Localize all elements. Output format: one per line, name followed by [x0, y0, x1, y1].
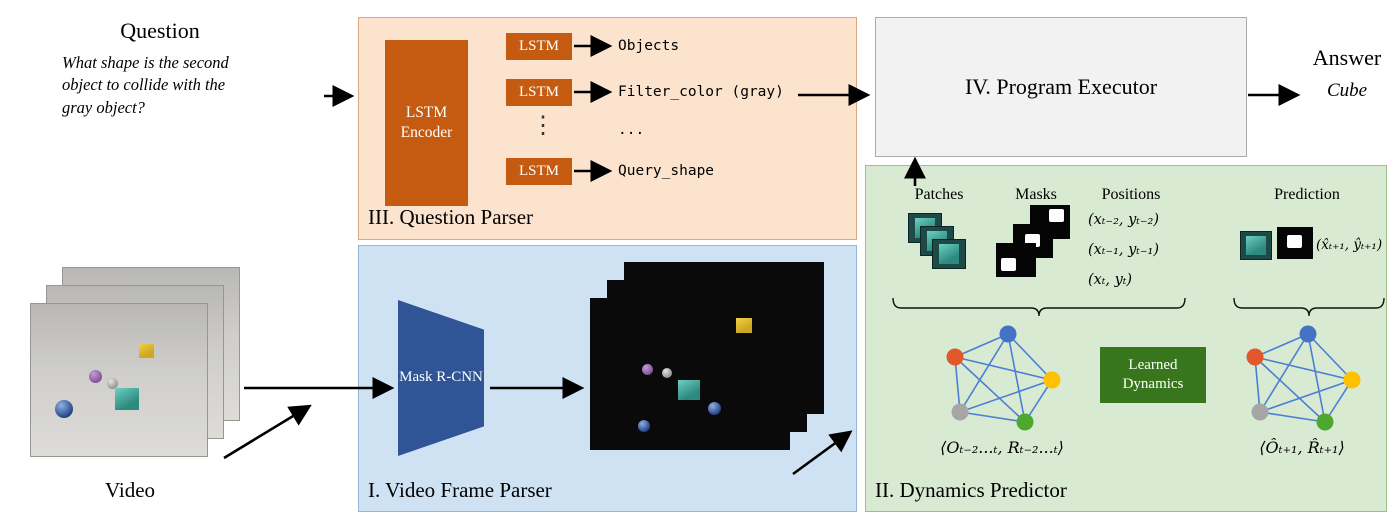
question-line-3: gray object?: [62, 97, 145, 117]
lstm-encoder-box: LSTM Encoder: [385, 40, 468, 206]
video-frame-front: [30, 303, 208, 457]
position-t-minus-2: (xₜ₋₂, yₜ₋₂): [1088, 212, 1159, 228]
program-token-filter-color: Filter_color (gray): [618, 84, 784, 100]
question-line-2: object to collide with the: [62, 75, 226, 95]
teal-cube: [115, 388, 139, 410]
video-frame-parser-label: I. Video Frame Parser: [368, 478, 552, 502]
parsed-frame-front: [590, 298, 790, 450]
masks-header: Masks: [1015, 186, 1057, 203]
purple-sphere: [89, 370, 102, 383]
question-text: What shape is the second object to colli…: [62, 52, 229, 119]
yellow-cube: [139, 344, 154, 358]
blue-sphere: [708, 402, 721, 415]
mask-blob: [1287, 235, 1302, 248]
mask-blob: [1049, 209, 1064, 222]
position-t-minus-1: (xₜ₋₁, yₜ₋₁): [1088, 242, 1159, 258]
program-token-objects: Objects: [618, 38, 680, 54]
blue-sphere: [638, 420, 650, 432]
answer-title: Answer: [1312, 45, 1382, 70]
positions-header: Positions: [1101, 186, 1161, 203]
graph-caption-predicted: ⟨Ôₜ₊₁, R̂ₜ₊₁⟩: [1259, 438, 1345, 457]
program-token-query-shape: Query_shape: [618, 163, 715, 179]
object-patch: [932, 239, 966, 269]
blue-sphere: [55, 400, 73, 418]
learned-dynamics-box: Learned Dynamics: [1100, 347, 1206, 403]
object-mask: [996, 243, 1036, 277]
patches-header: Patches: [914, 186, 964, 203]
program-executor-label: IV. Program Executor: [964, 74, 1158, 99]
position-t: (xₜ, yₜ): [1088, 272, 1133, 288]
lstm-box-2: LSTM: [506, 79, 572, 106]
graph-caption-observed: ⟨Oₜ₋₂...ₜ, Rₜ₋₂...ₜ⟩: [940, 438, 1064, 457]
predicted-mask: [1277, 227, 1313, 259]
gray-sphere: [662, 368, 672, 378]
lstm-box-1: LSTM: [506, 33, 572, 60]
mask-blob: [1001, 258, 1016, 271]
question-title: Question: [120, 18, 200, 43]
gray-sphere: [107, 378, 118, 389]
lstm-box-3: LSTM: [506, 158, 572, 185]
predicted-patch: [1240, 231, 1272, 260]
yellow-cube: [736, 318, 752, 333]
program-executor-box: IV. Program Executor: [875, 17, 1247, 157]
predicted-position: (x̂ₜ₊₁, ŷₜ₊₁): [1316, 237, 1383, 253]
teal-cube: [678, 380, 700, 400]
dynamics-predictor-label: II. Dynamics Predictor: [875, 478, 1067, 502]
answer-value: Cube: [1326, 80, 1368, 101]
video-label: Video: [104, 478, 156, 502]
purple-sphere: [642, 364, 653, 375]
program-token-ellipsis: ...: [618, 122, 645, 138]
question-parser-label: III. Question Parser: [368, 205, 534, 229]
vertical-dots: ⋮: [531, 113, 555, 139]
prediction-header: Prediction: [1274, 186, 1340, 203]
mask-rcnn-funnel: Mask R-CNN: [398, 300, 484, 456]
question-line-1: What shape is the second: [62, 53, 229, 72]
